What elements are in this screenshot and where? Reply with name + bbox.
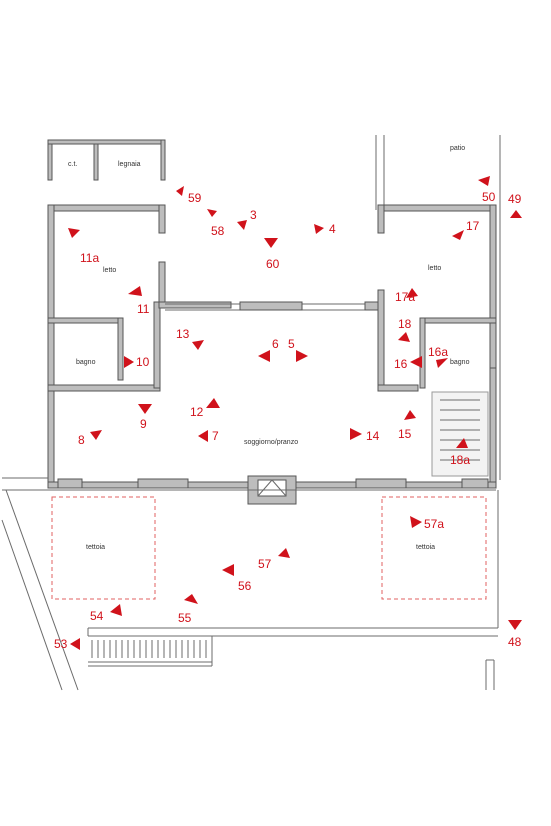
patio-lines: patio (375, 135, 501, 480)
north-wall (165, 301, 380, 311)
marker-label: 49 (508, 192, 522, 206)
marker-label: 17a (395, 290, 415, 304)
marker-label: 59 (188, 191, 202, 205)
stair (431, 391, 489, 477)
terrace: tettoia tettoia (1, 477, 499, 691)
marker-arrow (192, 340, 204, 350)
marker-label: 9 (140, 417, 147, 431)
room-label-tettoia-left: tettoia (86, 544, 105, 551)
marker-label: 15 (398, 427, 412, 441)
room-label-letto-left: letto (103, 267, 116, 274)
marker-arrow (436, 358, 448, 368)
marker-label: 57a (424, 517, 444, 531)
marker-label: 53 (54, 637, 68, 651)
marker-arrow (456, 438, 468, 448)
marker-arrow (410, 516, 422, 528)
marker-label: 50 (482, 190, 496, 204)
marker-arrow (184, 594, 198, 604)
marker-arrow (406, 288, 418, 298)
marker-arrow (206, 398, 220, 408)
marker-arrow (398, 332, 410, 342)
marker-arrow (510, 210, 522, 218)
room-label-bagno-right: bagno (450, 359, 470, 366)
tettoia-right-outline (381, 496, 487, 600)
room-label-tettoia-right: tettoia (416, 544, 435, 551)
marker-label: 58 (211, 224, 225, 238)
marker-arrow (237, 220, 247, 230)
marker-arrow (350, 428, 362, 440)
marker-arrow (110, 604, 122, 616)
marker-arrow (176, 186, 184, 196)
marker-arrow (258, 350, 270, 362)
room-label-ct: c.t. (68, 161, 77, 168)
marker-label: 10 (136, 355, 150, 369)
marker-arrow (404, 410, 416, 420)
room-label-bagno-left: bagno (76, 359, 96, 366)
marker-arrow (90, 430, 102, 440)
marker-arrow (222, 564, 234, 576)
marker-arrow (124, 356, 134, 368)
marker-arrow (296, 350, 308, 362)
marker-label: 57 (258, 557, 272, 571)
marker-label: 16a (428, 345, 448, 359)
marker-arrow (68, 228, 80, 238)
marker-label: 11a (80, 251, 99, 265)
marker-label: 60 (266, 257, 280, 271)
marker-label: 14 (366, 429, 380, 443)
room-label-legnaia: legnaia (118, 161, 141, 168)
marker-label: 17 (466, 219, 480, 233)
photo-markers: 59 58 3 4 60 50 49 17 11a 11 17a 18 13 6… (54, 176, 522, 651)
marker-label: 48 (508, 635, 522, 649)
marker-arrow (314, 224, 324, 234)
marker-label: 11 (137, 302, 150, 316)
room-label-patio: patio (450, 145, 465, 152)
marker-label: 12 (190, 405, 204, 419)
room-label-soggiorno: soggiorno/pranzo (244, 439, 298, 446)
utility-rooms: c.t. legnaia (47, 139, 166, 181)
marker-label: 18 (398, 317, 412, 331)
marker-arrow (508, 620, 522, 630)
marker-arrow (452, 230, 464, 240)
marker-label: 3 (250, 208, 257, 222)
marker-label: 6 (272, 337, 279, 351)
left-wing-walls (47, 204, 232, 486)
marker-label: 56 (238, 579, 252, 593)
marker-arrow (207, 209, 217, 217)
marker-label: 55 (178, 611, 192, 625)
marker-label: 8 (78, 433, 85, 447)
marker-label: 54 (90, 609, 104, 623)
marker-arrow (128, 286, 142, 296)
room-label-letto-right: letto (428, 265, 441, 272)
marker-arrow (264, 238, 278, 248)
tettoia-left-outline (51, 496, 156, 600)
marker-label: 16 (394, 357, 408, 371)
marker-arrow (198, 430, 208, 442)
marker-arrow (70, 638, 80, 650)
marker-arrow (478, 176, 490, 186)
marker-arrow (410, 356, 422, 368)
marker-arrow (138, 404, 152, 414)
marker-label: 18a (450, 453, 470, 467)
marker-label: 7 (212, 429, 219, 443)
marker-label: 13 (176, 327, 190, 341)
marker-label: 5 (288, 337, 295, 351)
marker-arrow (278, 548, 290, 558)
marker-label: 4 (329, 222, 336, 236)
hatch-lines (91, 640, 207, 658)
